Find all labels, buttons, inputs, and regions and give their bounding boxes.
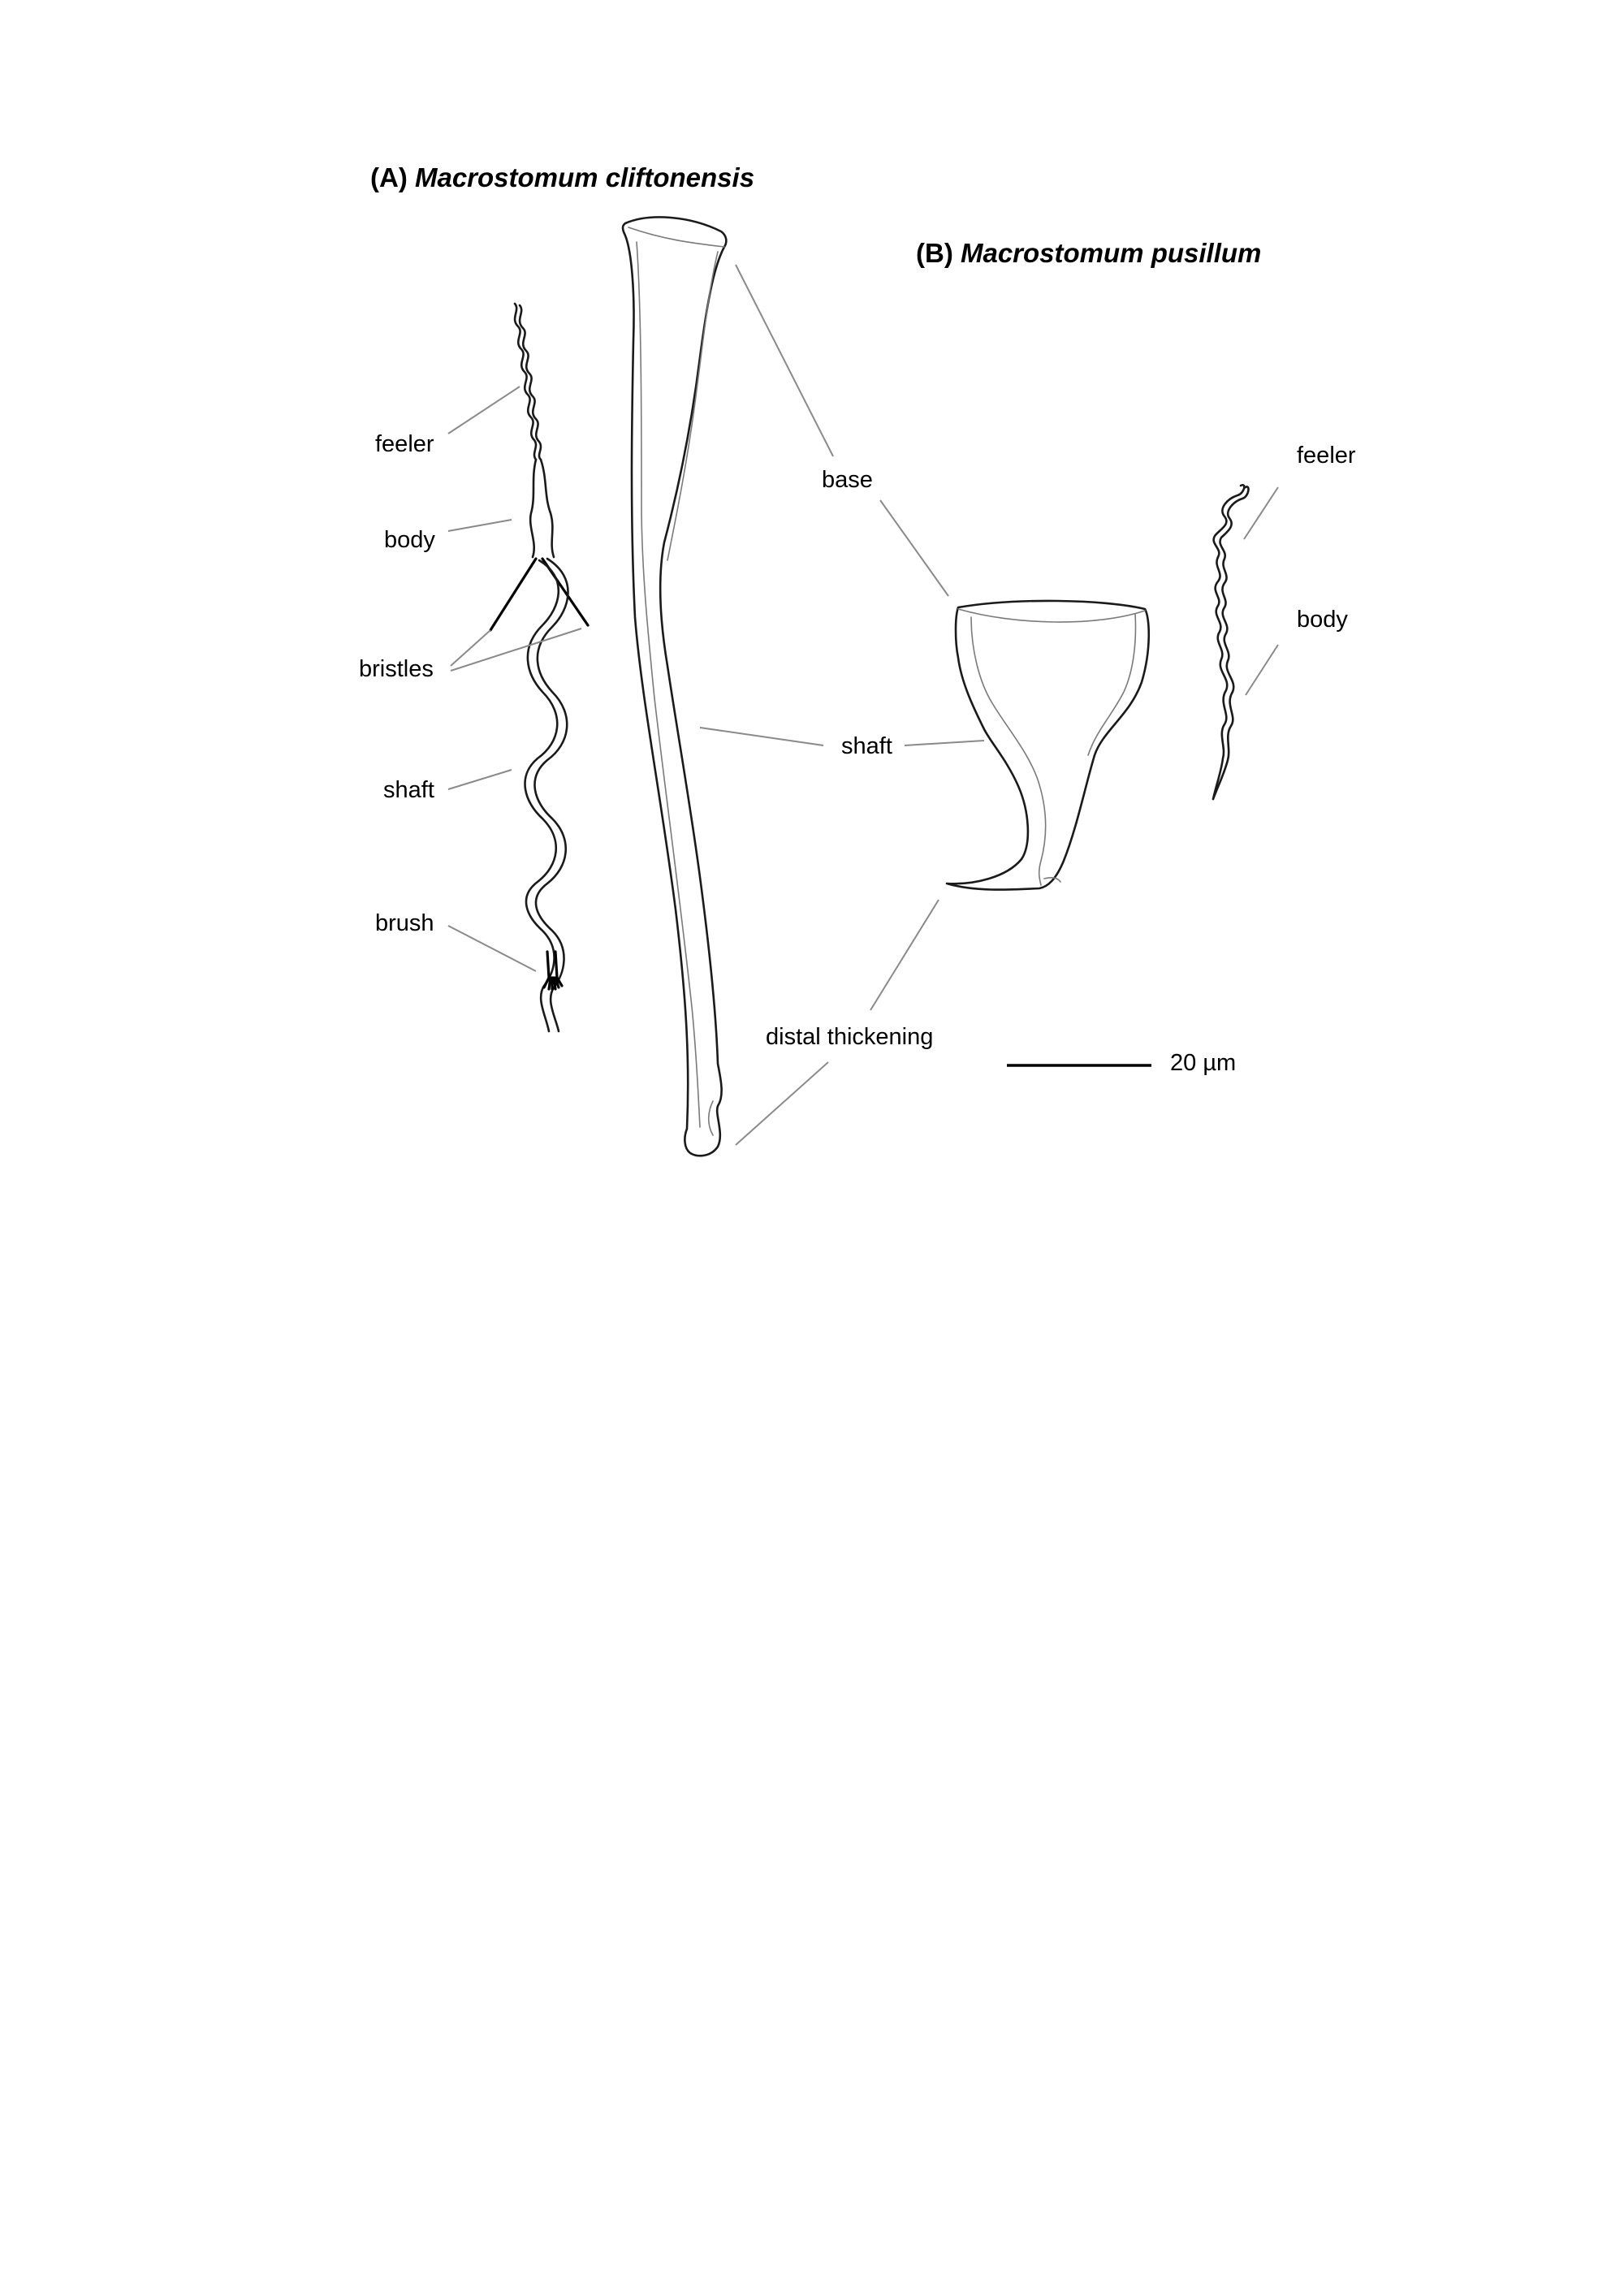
panel-a-stylet-distal-thickening <box>707 1100 714 1136</box>
panel-a-label-feeler: feeler <box>375 431 434 457</box>
panel-b-sperm-body <box>1212 555 1229 801</box>
panel-b-title: (B) Macrostomum pusillum <box>916 238 1261 268</box>
leader-shaft-a <box>699 727 824 746</box>
panel-b-stylet-inner-wall-1 <box>970 616 1047 886</box>
panel-a-sperm-feeler <box>513 302 538 461</box>
panel-a-leader-bristles-1 <box>450 629 491 667</box>
panel-b-letter: (B) <box>916 238 953 268</box>
panel-a-species: Macrostomum cliftonensis <box>415 162 754 192</box>
scale-bar-label: 20 µm <box>1170 1050 1236 1076</box>
panel-b-species: Macrostomum pusillum <box>961 238 1261 268</box>
panel-b-stylet-drawing <box>945 599 1151 891</box>
panel-a-stylet-inner-wall-2 <box>667 251 719 561</box>
panel-a-label-shaft: shaft <box>383 777 434 803</box>
panel-a-letter: (A) <box>370 162 408 192</box>
leader-base-a <box>735 264 834 457</box>
leader-distal-b <box>870 899 939 1011</box>
panel-b-leader-body <box>1245 644 1279 696</box>
panel-a-sperm-brush <box>542 950 564 991</box>
panel-a-bristle-left <box>489 557 538 632</box>
panel-b-stylet-outline <box>945 599 1151 891</box>
panel-a-leader-brush <box>447 925 537 972</box>
panel-a-leader-body <box>447 519 512 532</box>
panel-a-stylet-base-rim <box>628 227 725 248</box>
panel-a-leader-feeler <box>447 386 520 434</box>
panel-b-sperm-body-edge <box>1212 486 1250 801</box>
label-shaft: shaft <box>841 733 892 759</box>
panel-a-leader-shaft <box>447 769 512 790</box>
panel-a-stylet-inner-wall-1 <box>636 241 701 1128</box>
panel-a-sperm-feeler-edge <box>518 304 542 461</box>
panel-a-leader-bristles-2 <box>450 628 582 672</box>
panel-a-label-bristles: bristles <box>359 656 434 682</box>
panel-b-label-feeler: feeler <box>1297 443 1356 469</box>
panel-b-stylet-rim <box>957 608 1146 623</box>
panel-a-label-body: body <box>384 527 435 553</box>
leader-shaft-b <box>904 740 985 746</box>
panel-a-sperm-body <box>529 458 555 559</box>
panel-a-sperm-shaft <box>524 559 560 1033</box>
panel-a-title: (A) Macrostomum cliftonensis <box>370 162 754 192</box>
panel-a-stylet-outline <box>621 216 728 1157</box>
label-base: base <box>822 467 873 493</box>
leader-base-b <box>879 499 949 597</box>
panel-a-label-brush: brush <box>375 910 434 936</box>
panel-b-stylet-distal-tip <box>1043 877 1061 883</box>
panel-a-stylet-drawing <box>621 216 728 1157</box>
panel-a-sperm-drawing <box>489 302 590 1033</box>
leader-distal-a <box>735 1061 829 1146</box>
panel-b-label-body: body <box>1297 607 1348 633</box>
panel-b-sperm-drawing <box>1212 483 1250 801</box>
label-distal-thickening: distal thickening <box>766 1024 933 1050</box>
panel-b-leader-feeler <box>1243 486 1279 540</box>
panel-b-sperm-feeler <box>1212 483 1246 559</box>
panel-b-stylet-inner-wall-2 <box>1087 613 1137 756</box>
